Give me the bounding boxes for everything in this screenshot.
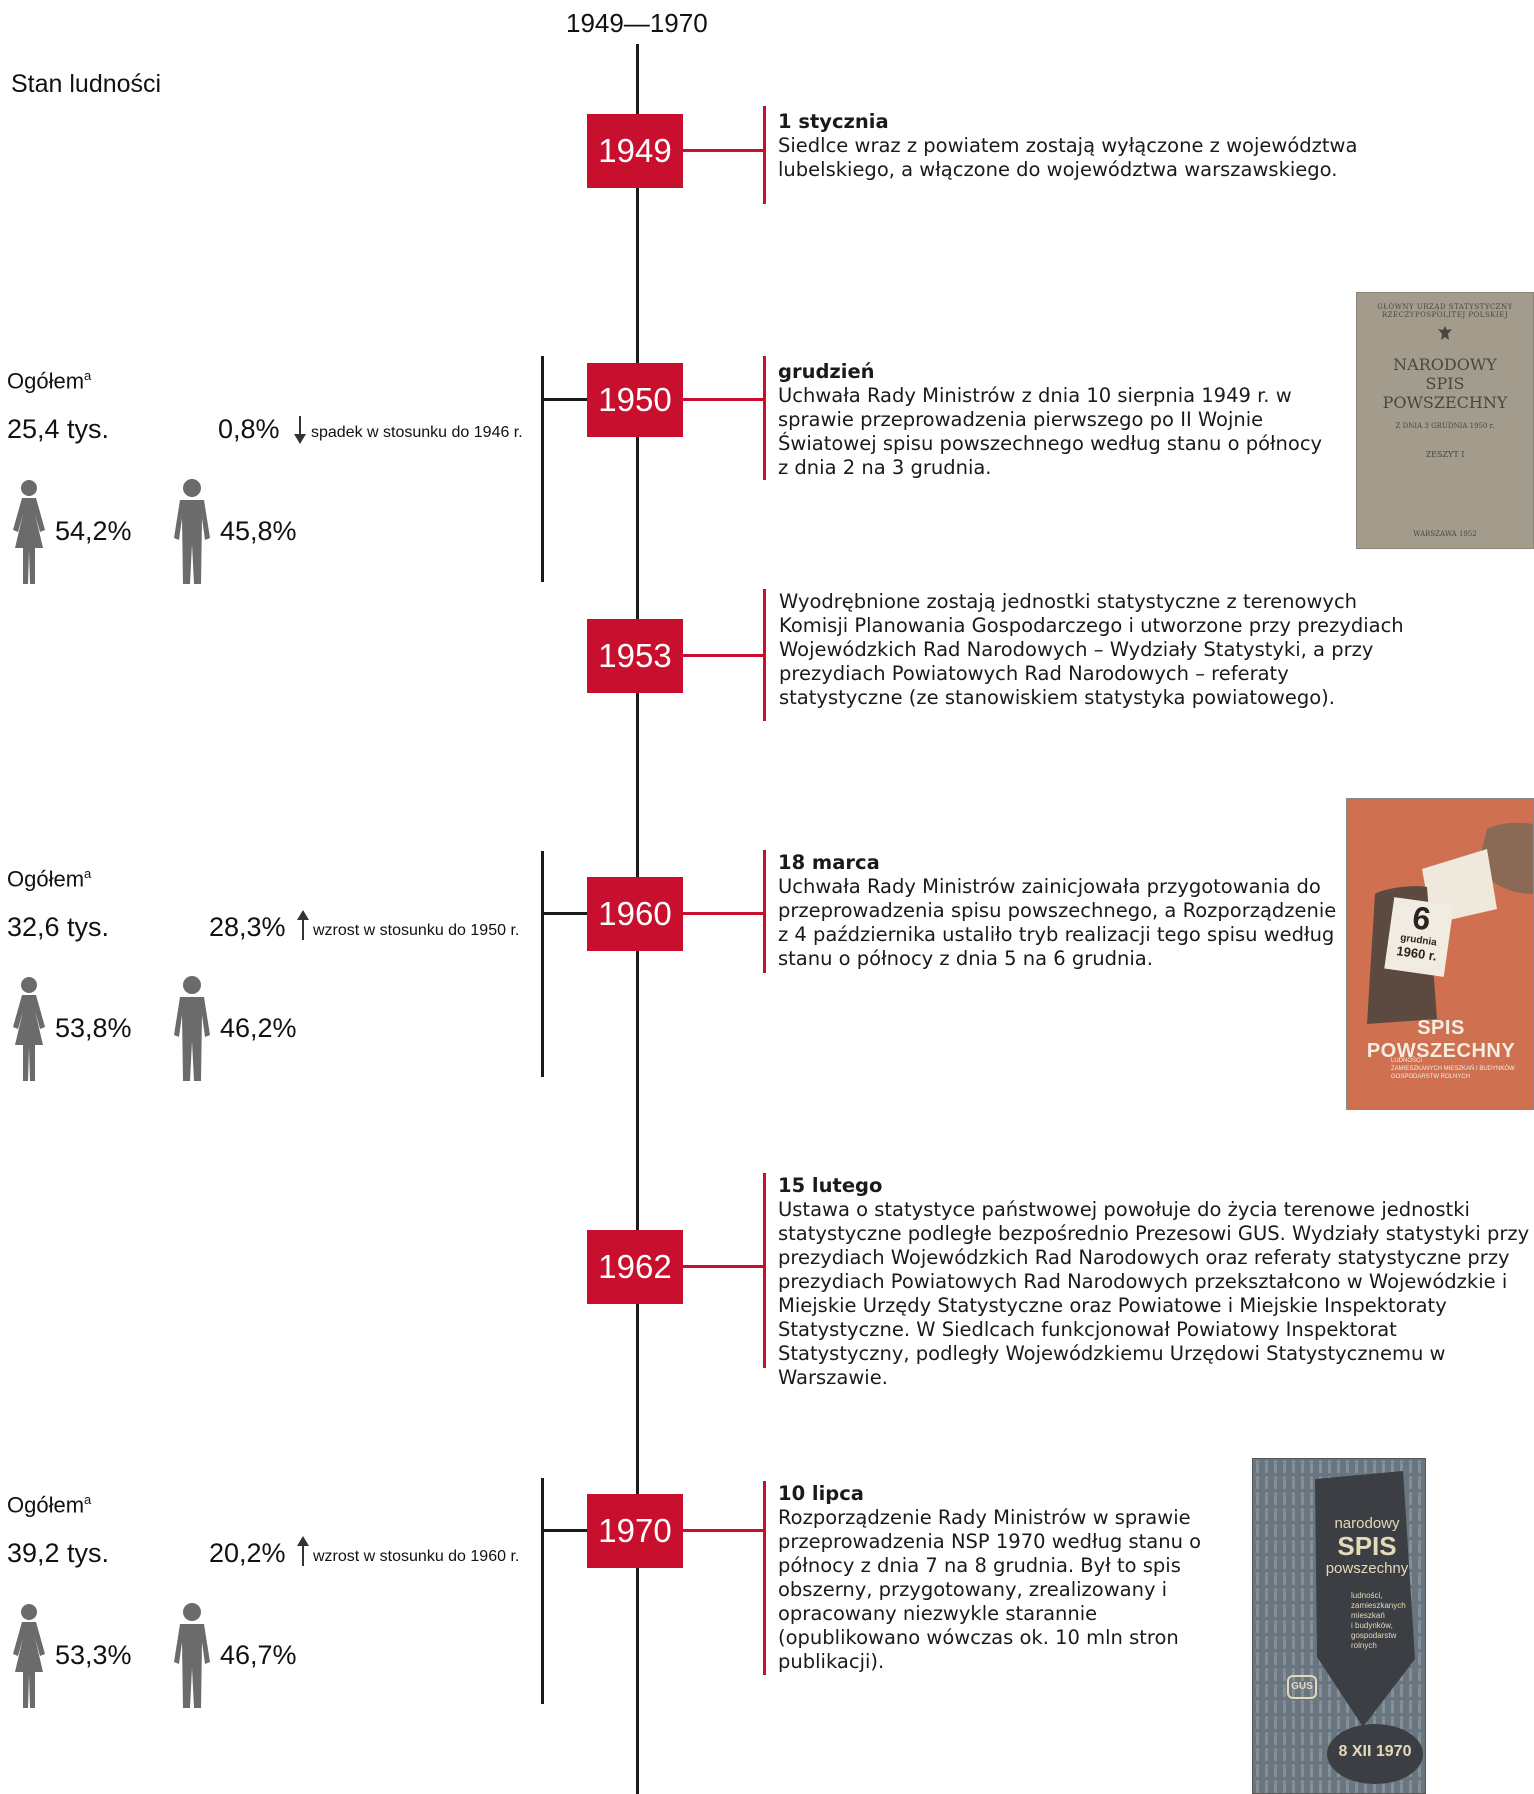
connector-1949 <box>683 149 766 152</box>
event-description: Uchwała Rady Ministrów z dnia 10 sierpni… <box>778 384 1323 479</box>
event-date: 1 stycznia <box>778 110 889 133</box>
event-date: grudzień <box>778 360 875 383</box>
male-percentage: 46,7% <box>220 1640 297 1670</box>
total-population-value: 32,6 tys. <box>7 912 110 942</box>
male-silhouette-icon <box>174 976 210 1081</box>
arrow-up-icon <box>297 1536 309 1566</box>
event-description: Rozporządzenie Rady Ministrów w sprawie … <box>778 1506 1202 1673</box>
section-title: Stan ludności <box>11 70 162 98</box>
population-bracket <box>541 356 544 582</box>
event-1950: grudzień Uchwała Rady Ministrów z dnia 1… <box>778 360 1330 480</box>
event-description: Wyodrębnione zostają jednostki statystyc… <box>779 590 1404 709</box>
population-change-note: wzrost w stosunku do 1950 r. <box>313 922 520 939</box>
year-badge-1970: 1970 <box>587 1494 683 1568</box>
event-bar-1953 <box>763 589 766 721</box>
female-percentage: 53,8% <box>55 1013 132 1043</box>
connector-1960 <box>683 912 766 915</box>
census-1960-poster-image: 6 grudnia 1960 r. SPIS POWSZECHNY LUDNOŚ… <box>1346 798 1534 1110</box>
total-label: Ogółema <box>7 368 92 394</box>
population-change-value: 28,3% <box>209 912 286 942</box>
female-silhouette-icon <box>13 1604 45 1708</box>
event-description: Uchwała Rady Ministrów zainicjowała przy… <box>778 875 1337 970</box>
female-percentage: 54,2% <box>55 516 132 546</box>
female-silhouette-icon <box>13 480 45 584</box>
arrow-up-icon <box>297 910 309 940</box>
female-percentage: 53,3% <box>55 1640 132 1670</box>
population-bracket <box>541 851 544 1077</box>
event-1953: Wyodrębnione zostają jednostki statystyc… <box>779 590 1409 710</box>
population-bracket-tick <box>541 398 587 401</box>
event-1970: 10 lipca Rozporządzenie Rady Ministrów w… <box>778 1482 1208 1674</box>
census-1970-poster-image: narodowy SPIS powszechny ludności, zamie… <box>1252 1458 1426 1794</box>
female-silhouette-icon <box>13 977 45 1081</box>
male-silhouette-icon <box>174 1603 210 1708</box>
event-1960: 18 marca Uchwała Rady Ministrów zainicjo… <box>778 851 1338 971</box>
poster-figures-pattern <box>1253 1459 1425 1793</box>
event-date: 10 lipca <box>778 1482 864 1505</box>
population-bracket-tick <box>541 1529 587 1532</box>
total-population-value: 25,4 tys. <box>7 414 110 444</box>
event-1949: 1 stycznia Siedlce wraz z powiatem zosta… <box>778 110 1378 182</box>
event-description: Ustawa o statystyce państwowej powołuje … <box>778 1198 1530 1389</box>
population-change-note: spadek w stosunku do 1946 r. <box>311 424 523 441</box>
event-date: 15 lutego <box>778 1174 883 1197</box>
event-bar-1970 <box>763 1481 766 1675</box>
total-label: Ogółema <box>7 866 92 892</box>
year-badge-1960: 1960 <box>587 877 683 951</box>
population-change-note: wzrost w stosunku do 1960 r. <box>313 1548 520 1565</box>
event-bar-1949 <box>763 106 766 204</box>
male-silhouette-icon <box>174 479 210 584</box>
year-badge-1949: 1949 <box>587 114 683 188</box>
year-badge-1962: 1962 <box>587 1230 683 1304</box>
event-bar-1960 <box>763 850 766 973</box>
total-label: Ogółema <box>7 1492 92 1518</box>
census-1950-cover-image: GŁÓWNY URZĄD STATYSTYCZNY RZECZYPOSPOLIT… <box>1356 292 1534 549</box>
connector-1962 <box>683 1265 766 1268</box>
population-change-value: 0,8% <box>218 414 280 444</box>
population-bracket-tick <box>541 912 587 915</box>
event-1962: 15 lutego Ustawa o statystyce państwowej… <box>778 1174 1534 1390</box>
connector-1950 <box>683 398 766 401</box>
period-title: 1949—1970 <box>566 8 708 38</box>
event-bar-1962 <box>763 1173 766 1368</box>
eagle-emblem-icon <box>1438 326 1452 340</box>
population-change-value: 20,2% <box>209 1538 286 1568</box>
male-percentage: 45,8% <box>220 516 297 546</box>
year-badge-1950: 1950 <box>587 363 683 437</box>
event-description: Siedlce wraz z powiatem zostają wyłączon… <box>778 134 1358 181</box>
total-population-value: 39,2 tys. <box>7 1538 110 1568</box>
arrow-down-icon <box>294 416 306 444</box>
gus-logo: GUS <box>1287 1675 1317 1699</box>
population-bracket <box>541 1478 544 1704</box>
connector-1953 <box>683 654 766 657</box>
male-percentage: 46,2% <box>220 1013 297 1043</box>
event-bar-1950 <box>763 356 766 480</box>
event-date: 18 marca <box>778 851 880 874</box>
year-badge-1953: 1953 <box>587 619 683 693</box>
connector-1970 <box>683 1529 766 1532</box>
